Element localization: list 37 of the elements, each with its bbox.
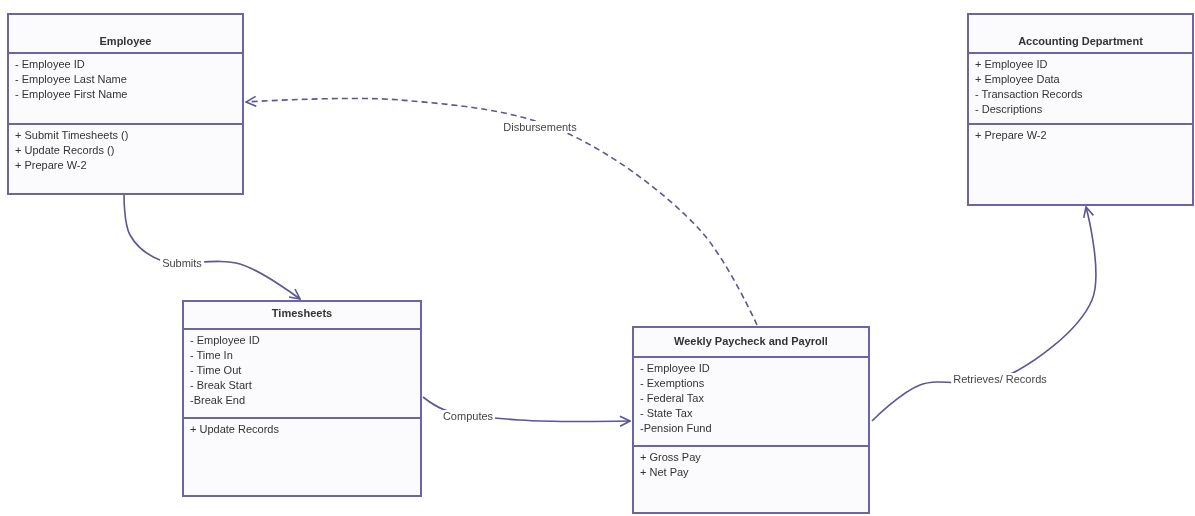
- operation-text: + Prepare W-2: [15, 158, 88, 173]
- edge-label: Disbursements: [501, 121, 579, 133]
- arrow: [245, 95, 758, 326]
- operation-text: + Update Records: [190, 422, 280, 437]
- edge-label: Retrieves/ Records: [951, 373, 1049, 385]
- attribute-text: - Time In: [190, 348, 234, 363]
- operation-text: + Update Records (): [15, 143, 116, 158]
- attribute-text: - Employee ID: [640, 361, 711, 376]
- attribute-text: - Descriptions: [975, 102, 1044, 117]
- class-name: Employee: [98, 35, 153, 47]
- attribute-text: -Pension Fund: [640, 421, 713, 436]
- edge-label: Computes: [440, 410, 496, 422]
- attribute-text: - Employee First Name: [15, 87, 129, 102]
- attribute-text: - Exemptions: [640, 376, 706, 391]
- class-box: [7, 13, 244, 195]
- class-name: Timesheets: [270, 307, 334, 319]
- attribute-text: - Federal Tax: [640, 391, 705, 406]
- attribute-text: - State Tax: [640, 406, 694, 421]
- class-box: [182, 300, 422, 497]
- class-name: Weekly Paycheck and Payroll: [673, 335, 829, 347]
- operation-text: + Submit Timesheets (): [15, 128, 130, 143]
- class-box: [632, 326, 870, 514]
- attribute-text: - Transaction Records: [975, 87, 1084, 102]
- attribute-text: + Employee ID: [975, 57, 1049, 72]
- edge-label: Submits: [160, 257, 204, 269]
- attribute-text: - Time Out: [190, 363, 243, 378]
- attribute-text: - Break Start: [190, 378, 253, 393]
- operation-text: + Prepare W-2: [975, 128, 1048, 143]
- operation-text: + Gross Pay: [640, 450, 702, 465]
- attribute-text: -Break End: [190, 393, 247, 408]
- class-box: [967, 13, 1194, 206]
- attribute-text: - Employee ID: [15, 57, 86, 72]
- operation-text: + Net Pay: [640, 465, 690, 480]
- attribute-text: - Employee ID: [190, 333, 261, 348]
- class-name: Accounting Department: [1017, 35, 1144, 47]
- attribute-text: + Employee Data: [975, 72, 1061, 87]
- attribute-text: - Employee Last Name: [15, 72, 128, 87]
